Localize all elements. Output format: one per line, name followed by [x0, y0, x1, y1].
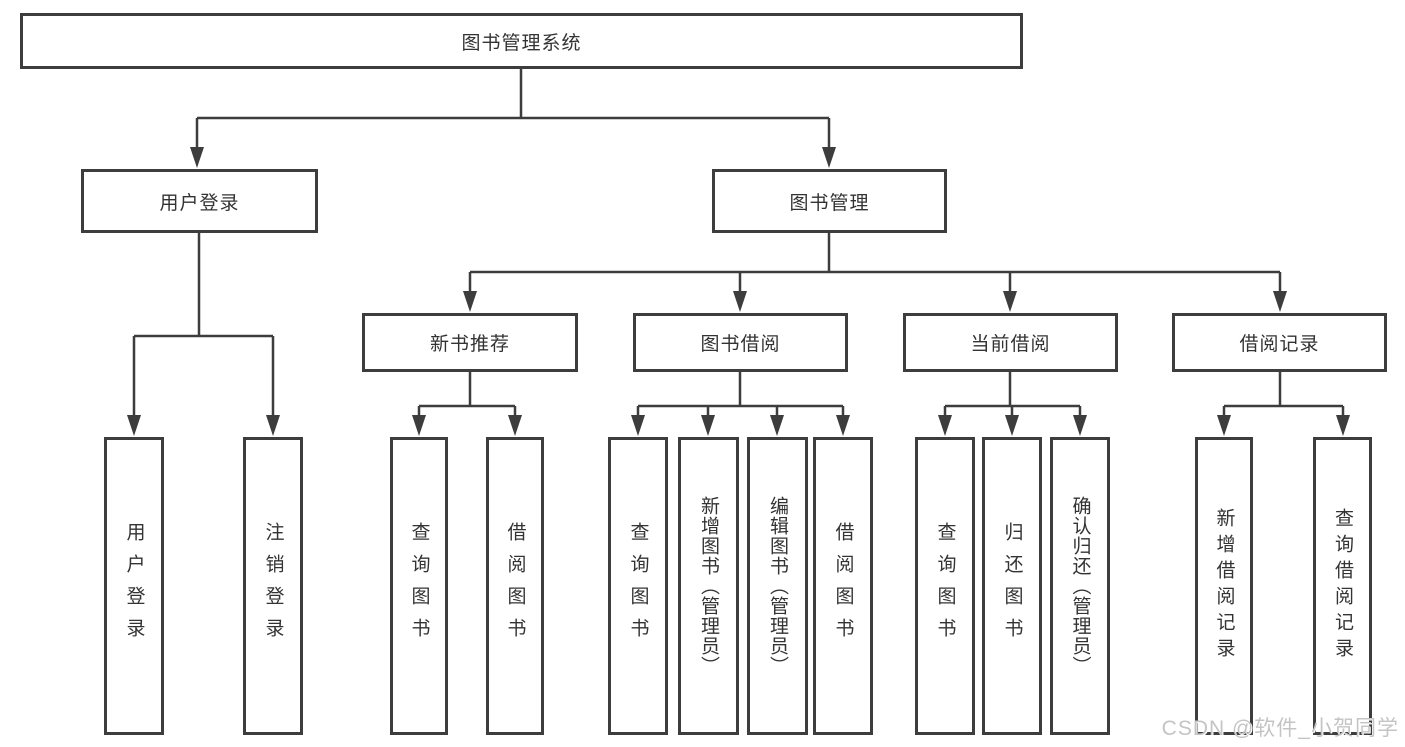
node-current-borrowing: 当前借阅 — [903, 313, 1118, 372]
node-root-system: 图书管理系统 — [20, 13, 1023, 69]
node-book-borrowing: 图书借阅 — [633, 313, 848, 372]
leaf-label: 查询图书 — [627, 522, 649, 650]
leaf-borrow-edit-books-admin: 编辑图书（管理员） — [747, 437, 808, 735]
node-label: 用户登录 — [159, 192, 240, 214]
leaf-logout: 注销登录 — [243, 437, 303, 735]
leaf-newbook-borrow-books: 借阅图书 — [486, 437, 544, 735]
node-label: 图书管理系统 — [461, 32, 582, 54]
node-label: 图书管理 — [789, 192, 870, 214]
node-book-management: 图书管理 — [712, 169, 947, 233]
node-label: 新书推荐 — [429, 334, 510, 355]
node-borrowing-records: 借阅记录 — [1172, 313, 1387, 372]
leaf-label: 查询图书 — [934, 522, 956, 650]
leaf-label: 归还图书 — [1001, 522, 1023, 650]
leaf-label: 查询图书 — [408, 522, 430, 650]
leaf-label: 编辑图书（管理员） — [767, 496, 788, 676]
leaf-records-add-record: 新增借阅记录 — [1195, 437, 1253, 735]
node-user-login: 用户登录 — [81, 169, 318, 233]
node-label: 当前借阅 — [970, 334, 1051, 355]
leaf-current-query-books: 查询图书 — [915, 437, 975, 735]
node-new-book-recommend: 新书推荐 — [362, 313, 578, 372]
leaf-label: 查询借阅记录 — [1332, 508, 1353, 664]
csdn-watermark: CSDN @软件_小贺同学 — [1161, 717, 1399, 740]
leaf-label: 用户登录 — [123, 522, 145, 650]
leaf-current-return-books: 归还图书 — [982, 437, 1042, 735]
node-label: 借阅记录 — [1239, 334, 1320, 355]
leaf-label: 确认归还（管理员） — [1069, 496, 1091, 676]
leaf-label: 借阅图书 — [832, 522, 854, 650]
leaf-borrow-query-books: 查询图书 — [608, 437, 668, 735]
leaf-label: 新增图书（管理员） — [698, 496, 719, 676]
leaf-current-confirm-return-admin: 确认归还（管理员） — [1050, 437, 1110, 735]
leaf-newbook-query-books: 查询图书 — [390, 437, 448, 735]
node-label: 图书借阅 — [700, 334, 781, 355]
leaf-label: 注销登录 — [262, 522, 284, 650]
leaf-borrow-borrow-books: 借阅图书 — [813, 437, 873, 735]
leaf-label: 新增借阅记录 — [1213, 508, 1235, 664]
leaf-borrow-add-books-admin: 新增图书（管理员） — [678, 437, 739, 735]
leaf-label: 借阅图书 — [504, 522, 526, 650]
leaf-records-query-record: 查询借阅记录 — [1313, 437, 1372, 735]
leaf-user-login: 用户登录 — [104, 437, 164, 735]
